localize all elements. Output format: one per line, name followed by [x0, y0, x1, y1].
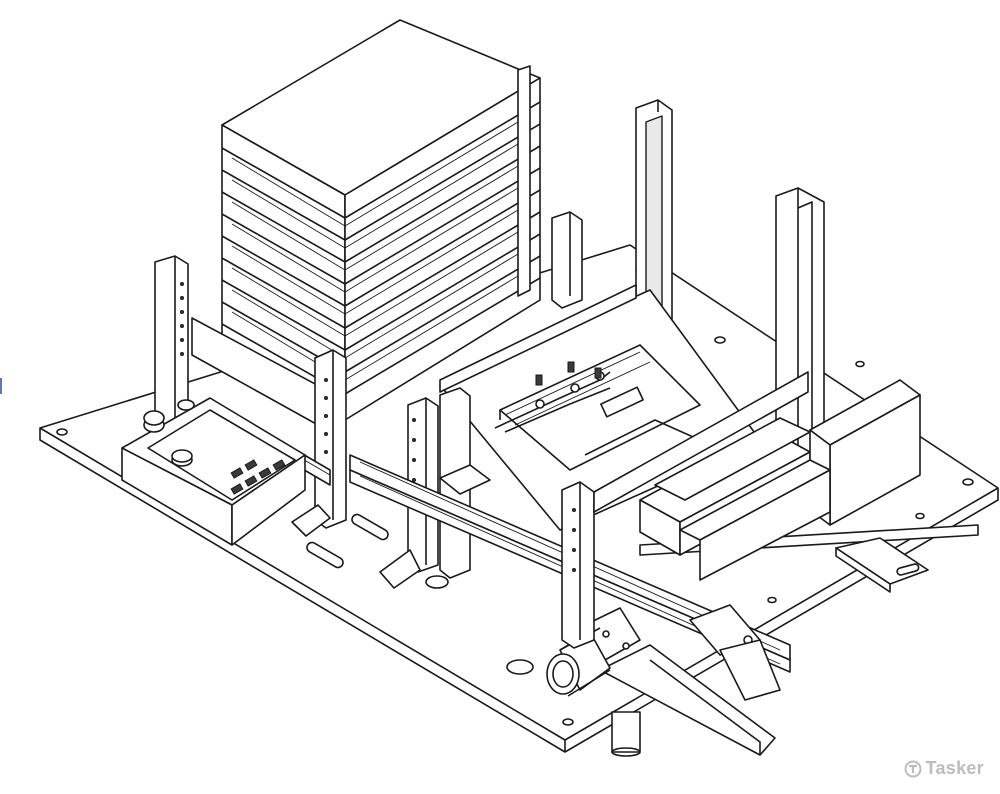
stepper-motor — [546, 607, 641, 697]
tray-stack — [221, 19, 541, 421]
watermark-text: Tasker — [925, 758, 984, 778]
right-housing — [639, 379, 921, 581]
tasker-logo-icon — [904, 760, 922, 777]
rear-rail — [439, 284, 637, 393]
control-buttons — [230, 459, 286, 495]
support-beam — [599, 644, 776, 757]
control-box — [121, 397, 306, 546]
rear-upright — [551, 211, 583, 309]
watermark: Tasker — [904, 758, 984, 779]
motor-upright — [561, 371, 809, 649]
